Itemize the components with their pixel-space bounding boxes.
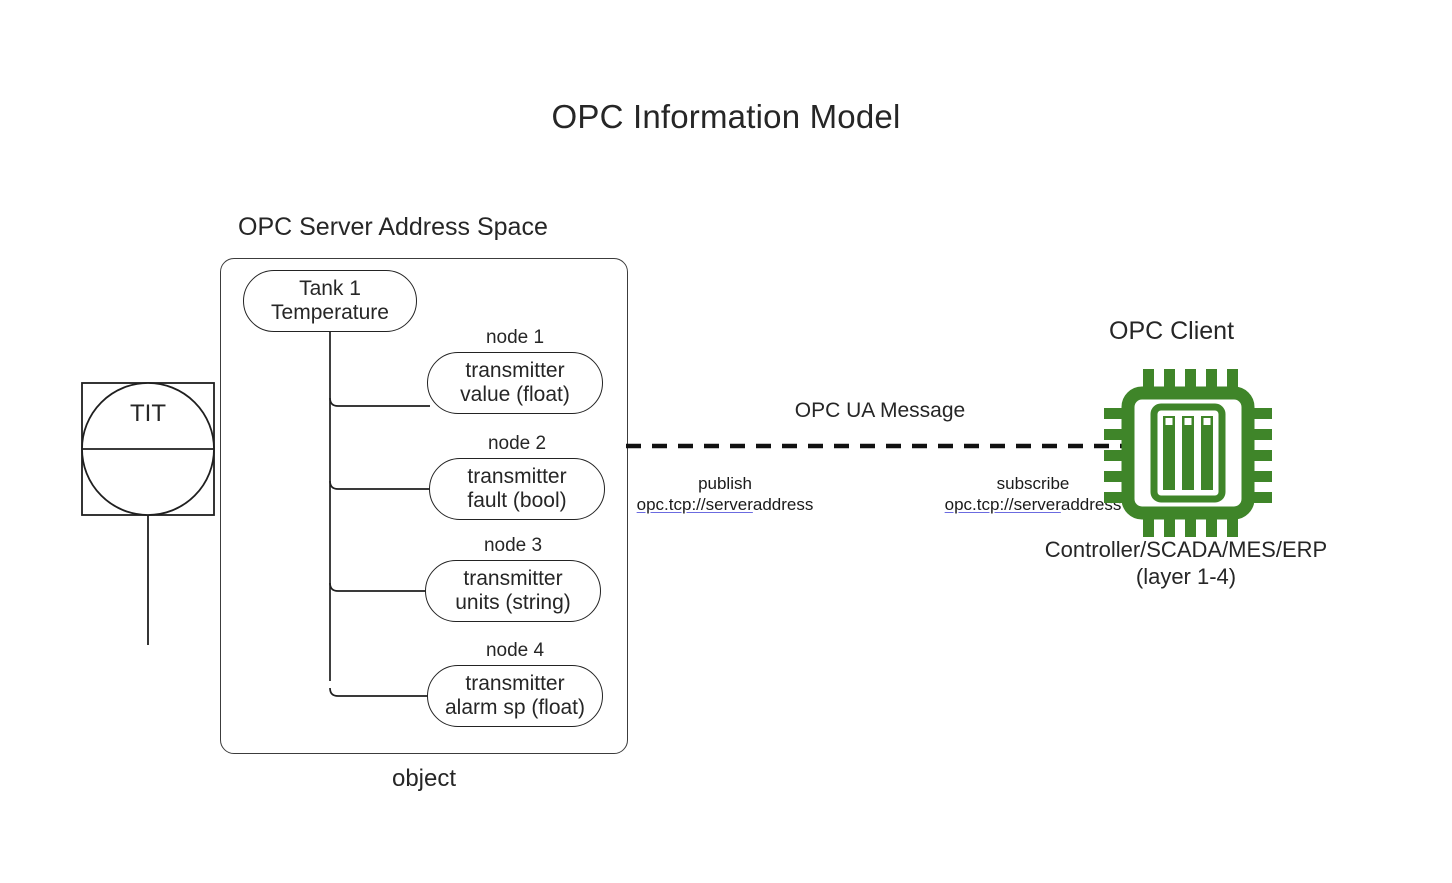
node-2-line-1: transmitter [467, 464, 567, 488]
page-title: OPC Information Model [551, 98, 901, 135]
client-caption-line-2: (layer 1-4) [1135, 563, 1237, 589]
node-1-line-2: value (float) [460, 383, 570, 406]
opc-client-caption: Controller/SCADA/MES/ERP (layer 1-4) [1010, 537, 1362, 591]
publish-endpoint-url[interactable]: opc.tcp://serveraddress [630, 494, 820, 515]
publish-endpoint-block: publish opc.tcp://serveraddress [630, 473, 820, 516]
object-label: object [391, 765, 457, 792]
node-4-line-2: alarm sp (float) [444, 696, 586, 719]
address-space-container [220, 258, 628, 754]
subscribe-endpoint-block: subscribe opc.tcp://serveraddress [938, 473, 1128, 516]
server-address-space-heading: OPC Server Address Space [238, 213, 548, 241]
node-3-caption: node 3 [483, 535, 543, 556]
node-4-pill[interactable]: transmitter alarm sp (float) [427, 665, 603, 727]
subscribe-url-scheme[interactable]: opc.tcp://server [944, 495, 1061, 515]
opc-ua-message-label: OPC UA Message [794, 399, 966, 422]
publish-url-tail: address [752, 495, 814, 515]
client-caption-line-1: Controller/SCADA/MES/ERP [1044, 537, 1328, 562]
node-1-line-1: transmitter [465, 358, 565, 382]
root-node-line-2: Temperature [271, 301, 389, 324]
opc-client-heading: OPC Client [1109, 317, 1235, 345]
root-node-line-1: Tank 1 [299, 276, 361, 300]
subscribe-action-label: subscribe [996, 474, 1070, 493]
node-3-pill[interactable]: transmitter units (string) [425, 560, 601, 622]
node-1-pill[interactable]: transmitter value (float) [427, 352, 603, 414]
node-2-caption: node 2 [487, 433, 547, 454]
subscribe-endpoint-url[interactable]: opc.tcp://serveraddress [938, 494, 1128, 515]
opc-ua-message-link [626, 443, 1124, 449]
node-2-line-2: fault (bool) [467, 489, 567, 512]
root-object-node[interactable]: Tank 1 Temperature [243, 270, 417, 332]
node-4-line-1: transmitter [465, 671, 565, 695]
node-2-pill[interactable]: transmitter fault (bool) [429, 458, 605, 520]
node-4-caption: node 4 [485, 640, 545, 661]
node-1-caption: node 1 [485, 327, 545, 348]
instrument-tag-label: TIT [130, 400, 166, 427]
subscribe-url-tail: address [1060, 495, 1122, 515]
node-3-line-2: units (string) [455, 591, 571, 614]
publish-url-scheme[interactable]: opc.tcp://server [636, 495, 753, 515]
node-3-line-1: transmitter [463, 566, 563, 590]
publish-action-label: publish [698, 474, 752, 493]
